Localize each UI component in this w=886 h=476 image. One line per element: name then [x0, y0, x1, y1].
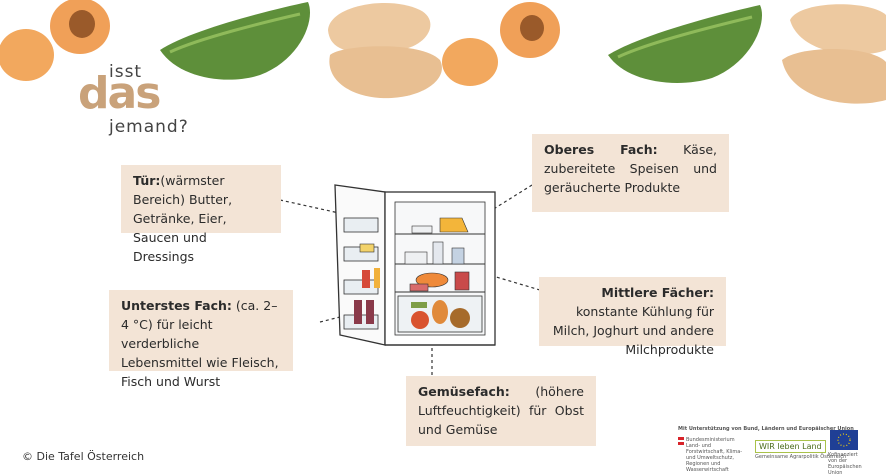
wir-leben-land-logo: WIR leben Land	[755, 440, 826, 453]
note-tuer-title: Tür:	[133, 173, 161, 188]
bread-icon	[328, 2, 442, 99]
note-unterstes-fach: Unterstes Fach: (ca. 2–4 °C) für leicht …	[109, 290, 293, 389]
copyright: © Die Tafel Österreich	[22, 450, 145, 463]
note-tuer-text: (wärmster Bereich) Butter, Getränke, Eie…	[133, 173, 233, 264]
ministry-text: Bundesministerium Land- und Forstwirtsch…	[686, 437, 743, 473]
note-oberes-fach: Oberes Fach: Käse, zubereitete Speisen u…	[532, 134, 729, 212]
note-tuer: Tür:(wärmster Bereich) Butter, Getränke,…	[121, 165, 281, 264]
note-unterstes-text: (ca. 2–4 °C) für leicht verderbliche Leb…	[121, 298, 279, 389]
note-mittlere-title: Mittlere Fächer:	[601, 285, 714, 300]
logo-main-text: das	[78, 68, 161, 119]
logo-bottom-text: jemand?	[109, 117, 189, 137]
support-text: Mit Unterstützung von Bund, Ländern und …	[678, 426, 854, 432]
note-unterstes-title: Unterstes Fach:	[121, 298, 232, 313]
food-decoration	[0, 0, 886, 104]
note-gemuesefach: Gemüsefach: (höhere Luftfeuchtigkeit) fü…	[406, 376, 596, 446]
note-gemuese-text: (höhere Luftfeuchtigkeit) für Obst und G…	[418, 384, 584, 437]
logo-top-text: isst	[109, 62, 143, 82]
note-mittlere-faecher: Mittlere Fächer: konstante Kühlung für M…	[539, 277, 726, 357]
cucumber-icon	[160, 2, 310, 80]
note-oberes-text: Käse, zubereitete Speisen und geräuchert…	[544, 142, 717, 195]
austria-flag-icon	[678, 437, 684, 445]
apricot-icon	[0, 0, 110, 81]
note-mittlere-text: konstante Kühlung für Milch, Joghurt und…	[552, 304, 714, 357]
wir-sub-text: Gemeinsame Agrarpolitik Österreich	[755, 454, 847, 460]
cucumber-icon	[608, 5, 762, 83]
note-oberes-title: Oberes Fach:	[544, 142, 658, 157]
eu-text: Kofinanziert von der Europäischen Union	[828, 452, 862, 476]
note-gemuese-title: Gemüsefach:	[418, 384, 510, 399]
apricot-icon	[442, 2, 560, 86]
bread-icon	[782, 4, 886, 104]
eu-flag-icon	[830, 430, 858, 450]
